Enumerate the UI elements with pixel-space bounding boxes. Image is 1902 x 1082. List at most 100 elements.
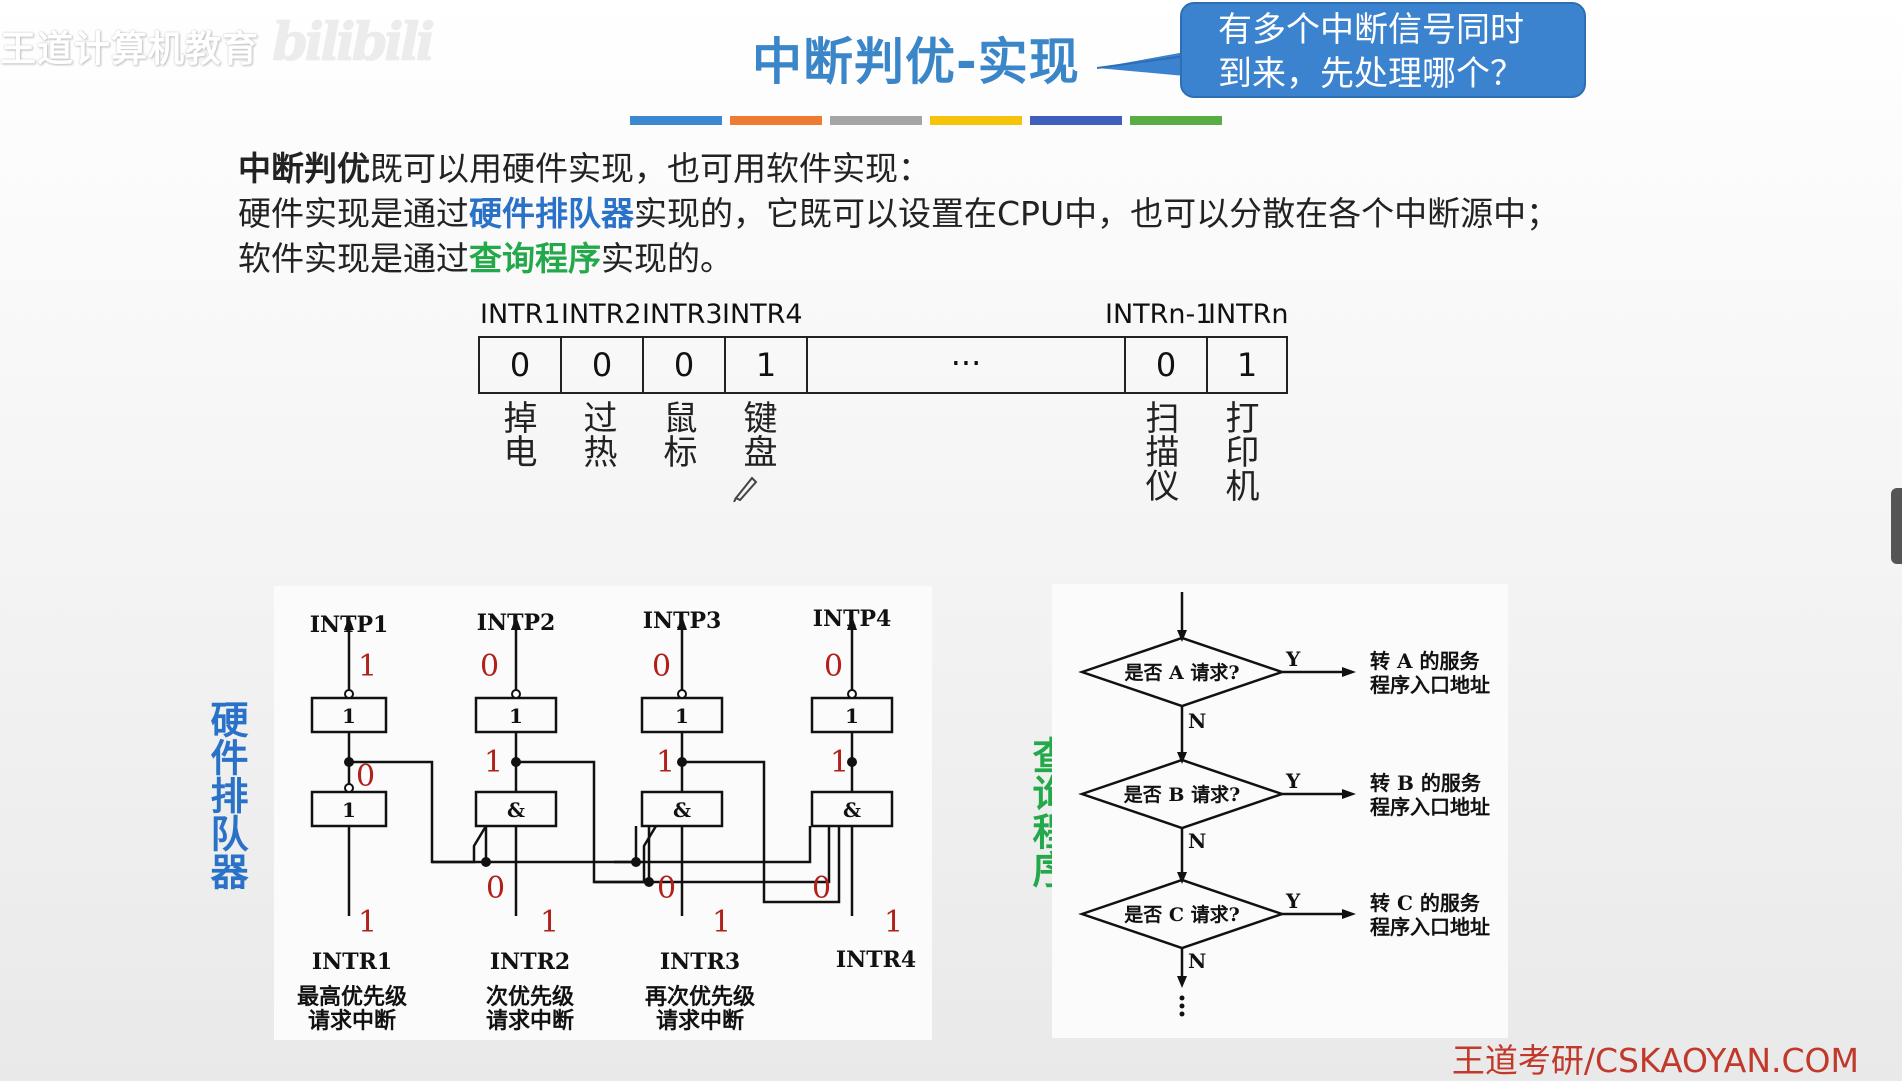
register-cell: 1 <box>726 338 808 392</box>
action-text: 程序入口地址 <box>1370 795 1490 819</box>
signal-value: 0 <box>356 759 375 794</box>
yes-label: Y <box>1285 769 1301 793</box>
intr-label-4: INTR4 <box>722 299 803 330</box>
device-mouse: 鼠标 <box>657 400 697 468</box>
device-overheat: 过热 <box>577 400 617 468</box>
intro-text: 中断判优既可以用硬件实现，也可用软件实现： 硬件实现是通过硬件排队器实现的，它既… <box>238 146 1559 281</box>
signal-value: 0 <box>480 649 499 684</box>
register-cell: 1 <box>1236 346 1258 384</box>
no-label: N <box>1188 949 1206 973</box>
action-text: 程序入口地址 <box>1370 915 1490 939</box>
caption-line: 请求中断 <box>308 1008 396 1034</box>
text-line-3-post: 实现的。 <box>601 239 733 278</box>
intp-label: INTP2 <box>477 610 556 636</box>
intp-label: INTP1 <box>310 612 389 638</box>
device-scanner: 扫描仪 <box>1139 400 1179 502</box>
signal-value: 1 <box>540 905 559 940</box>
text-line-1-rest: 既可以用硬件实现，也可用软件实现： <box>370 149 931 188</box>
hardware-queue-label: 硬件排队器 <box>204 700 248 890</box>
gate-label: & <box>507 798 525 822</box>
intp-label: INTP3 <box>643 608 722 634</box>
register-ellipsis: ··· <box>808 338 1126 392</box>
signal-value: 1 <box>884 905 903 940</box>
text-line-3: 软件实现是通过查询程序实现的。 <box>238 236 1559 281</box>
caption-line: 再次优先级 <box>645 984 755 1010</box>
scrollbar-handle[interactable] <box>1891 488 1902 564</box>
signal-value: 0 <box>812 871 831 906</box>
signal-value: 0 <box>486 871 505 906</box>
device-keyboard: 键盘 <box>737 400 777 468</box>
action-text: 程序入口地址 <box>1370 673 1490 697</box>
text-line-2-post: 实现的，它既可以设置在CPU中，也可以分散在各个中断源中； <box>634 194 1560 233</box>
intr-label-n-1: INTRn-1 <box>1105 299 1213 330</box>
hardware-queue-highlight: 硬件排队器 <box>469 194 634 233</box>
caption-line: 次优先级 <box>486 984 574 1010</box>
device-power-loss: 掉电 <box>497 400 537 468</box>
callout-tail <box>1097 52 1186 76</box>
footer-brand: 王道考研/CSKAOYAN.COM <box>1451 1041 1859 1080</box>
action-text: 转 A 的服务 <box>1370 649 1480 673</box>
no-label: N <box>1188 829 1206 853</box>
gate-label: 1 <box>342 704 356 728</box>
caption-line: 请求中断 <box>656 1008 744 1034</box>
gate-label: 1 <box>509 704 523 728</box>
register-cell: 0 <box>644 338 726 392</box>
callout-line-1: 有多个中断信号同时 <box>1218 10 1524 50</box>
brand-watermark: 王道计算机教育 <box>0 29 260 70</box>
caption-line: 请求中断 <box>486 1008 574 1034</box>
color-bar <box>930 116 1022 125</box>
callout-line-2: 到来，先处理哪个？ <box>1218 54 1524 94</box>
register-cell: 0 <box>1126 338 1208 392</box>
gate-label: 1 <box>342 798 356 822</box>
signal-value: 1 <box>358 905 377 940</box>
action-text: 转 B 的服务 <box>1370 771 1482 795</box>
bilibili-logo: bilibili <box>272 12 435 73</box>
signal-value: 1 <box>712 905 731 940</box>
intr-label-2: INTR2 <box>561 299 642 330</box>
text-line-1: 中断判优既可以用硬件实现，也可用软件实现： <box>238 146 1559 191</box>
signal-value: 0 <box>657 871 676 906</box>
pen-cursor-icon <box>733 476 758 502</box>
intr-input-label: INTR1 <box>312 949 392 975</box>
question-callout: 有多个中断信号同时 到来，先处理哪个？ <box>1180 2 1586 98</box>
caption-line: 最高优先级 <box>297 984 407 1010</box>
query-program-highlight: 查询程序 <box>469 239 601 278</box>
decision-text: 是否 B 请求? <box>1124 783 1240 806</box>
register-cell: 0 <box>562 338 644 392</box>
intr-input-label: INTR2 <box>490 949 570 975</box>
yes-label: Y <box>1285 647 1301 671</box>
text-line-3-pre: 软件实现是通过 <box>238 239 469 278</box>
gate-label: 1 <box>675 704 689 728</box>
text-line-2: 硬件实现是通过硬件排队器实现的，它既可以设置在CPU中，也可以分散在各个中断源中… <box>238 191 1559 236</box>
signal-value: 1 <box>358 649 377 684</box>
color-bar <box>630 116 722 125</box>
color-bar <box>730 116 822 125</box>
slide-title: 中断判优-实现 <box>752 33 1080 91</box>
intr-label-1: INTR1 <box>480 299 561 330</box>
intp-label: INTP4 <box>813 606 892 632</box>
register-cell: 0 <box>480 338 562 392</box>
decision-text: 是否 A 请求? <box>1124 661 1239 684</box>
interrupt-register: 0 0 0 1 ··· 0 1 <box>478 336 1288 394</box>
no-label: N <box>1188 709 1206 733</box>
hardware-queue-panel <box>274 586 932 1040</box>
color-divider <box>630 116 1222 125</box>
intr-input-label: INTR4 <box>836 947 916 973</box>
decision-text: 是否 C 请求? <box>1124 903 1240 926</box>
color-bar <box>830 116 922 125</box>
signal-value: 0 <box>824 649 843 684</box>
device-printer: 打印机 <box>1219 400 1259 502</box>
intr-label-n: INTRn <box>1208 299 1289 330</box>
intr-input-label: INTR3 <box>660 949 740 975</box>
text-line-2-pre: 硬件实现是通过 <box>238 194 469 233</box>
gate-label: & <box>843 798 861 822</box>
signal-value: 1 <box>656 745 675 780</box>
gate-label: & <box>673 798 691 822</box>
signal-value: 1 <box>830 745 849 780</box>
text-line-1-bold: 中断判优 <box>238 149 370 188</box>
yes-label: Y <box>1285 889 1301 913</box>
gate-label: 1 <box>845 704 859 728</box>
signal-value: 1 <box>484 745 503 780</box>
signal-value: 0 <box>652 649 671 684</box>
intr-label-3: INTR3 <box>642 299 723 330</box>
